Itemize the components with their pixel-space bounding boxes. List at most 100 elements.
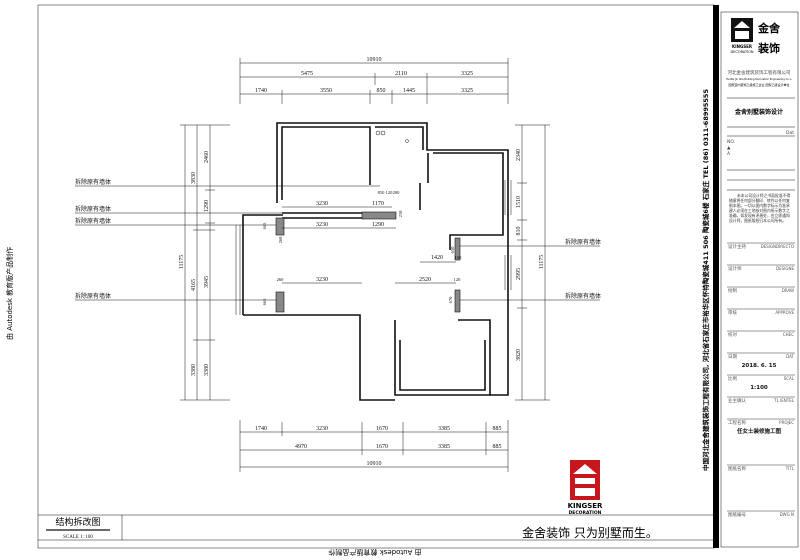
left-dimension-lines [180,124,230,401]
title-strip-bar [713,5,719,548]
demolition-label: 拆除原有墙体 [75,178,111,186]
row-label-en: TL IENTEL [773,398,795,403]
dim-top: 2110 [395,71,407,77]
row-label-cn: 图纸编号 [728,511,746,518]
title-block: 中国河北金舍建筑装饰工程有限公司, 河北省石家庄市裕华区怀特陶瓷城411 506… [701,11,799,548]
dim-top: 3325 [461,88,473,94]
inner-dim: 200 [393,190,401,195]
row-label-cn: 设计主持 [728,243,746,250]
row-label-en: APPROVE [775,310,794,315]
demolition-label: 拆除原有墙体 [565,238,601,246]
demolition-label: 拆除原有墙体 [565,292,601,300]
dim-left: 3380 [204,364,210,376]
title-block-row: 工程名称 PROJEC 任女士装修施工图 [727,418,795,435]
project-header: 金舍别墅装饰设计 [734,108,783,116]
watermark-bottom: 由 Autodesk 教育版产品制作 [328,548,421,557]
dim-right: 2340 [516,149,522,161]
inner-dim: 3230 [316,222,328,228]
company-note: 国家室内装饰乙级施工企业 国家乙级设计单位 [729,82,790,87]
dim-right: 1510 [516,196,522,208]
row-label-cn: 图纸名称 [728,465,746,472]
inner-dim: 2520 [419,277,431,283]
row-label-cn: 设计师 [728,265,742,272]
dim-right: 3820 [516,349,522,361]
drawing-scale: SCALE 1: 100 [63,535,93,540]
brand-cn-1: 金舍 [757,21,781,35]
dim-top: 850 [377,88,386,94]
rev-row: A [727,151,731,157]
row-label-en: SCAL [784,376,795,381]
row-value: 任女士装修施工图 [736,427,782,435]
dim-top-total: 10910 [367,57,382,63]
row-label-cn: 绘制 [728,287,737,294]
dim-right-total: 11175 [539,255,545,270]
inner-dim: 3230 [316,277,328,283]
dim-left: 2460 [204,151,210,163]
dim-top: 1445 [403,88,415,94]
row-label-en: PROJEC [779,420,794,425]
demolition-label: 拆除原有墙体 [75,292,111,300]
inner-dim: 850 [378,190,386,195]
dim-left: 3380 [191,364,197,376]
brand-sub: DECORATION [730,50,753,54]
row-label-cn: 校对 [728,331,737,338]
dim-bottom: 3385 [438,444,450,450]
dim-top: 3550 [320,88,332,94]
slogan: 金舍装饰 只为别墅而生。 [522,525,658,540]
top-dimension-lines [239,58,509,104]
title-block-row: 校对 CHEC [727,330,795,338]
row-value: 2018. 6. 15 [742,363,777,369]
right-dimension-lines [515,124,550,401]
dim-bottom: 1740 [255,426,267,432]
inner-dim: 100 [455,255,463,260]
rev-row: ▲ [727,146,731,151]
logo-sub: DECORATION [569,510,602,516]
inner-dim: 3230 [316,201,328,207]
inner-dim: 670 [448,296,453,304]
logo-brand: KINGSER [568,502,603,510]
inner-dim: 1420 [431,255,443,261]
rev-row: NO. [727,139,735,145]
inner-dim: 1290 [372,222,384,228]
demolition-label: 拆除原有墙体 [75,205,111,213]
row-label-en: DESIGNE [776,266,794,271]
dim-left: 4165 [191,279,197,291]
copyright-notice: 未本公司设计师之书面批准不得随意将任何部分翻印、转作以任何复制本图。一切以图内数… [729,193,791,223]
dim-right: 2995 [516,268,522,280]
row-label-en: DWG N [780,512,794,517]
dim-bottom: 1670 [376,444,388,450]
rev-date-col: Dat [786,130,794,136]
row-value: 1:100 [750,385,768,391]
row-label-en: DAT [786,354,794,359]
dim-bottom: 4970 [295,444,307,450]
row-label-en: CHEC [783,332,794,337]
dim-bottom: 1670 [376,426,388,432]
inner-dim: 665 [262,298,267,306]
row-label-cn: 工程名称 [728,419,746,426]
inner-dim: 650 [450,246,455,254]
dim-left: 1290 [204,200,210,212]
dim-right: 810 [516,227,522,236]
inner-dim: 120 [386,190,394,195]
dim-top: 5475 [301,71,313,77]
inner-dim: 665 [262,222,267,230]
brand-logo: KINGSER DECORATION [730,18,754,54]
company-address-strip: 中国河北金舍建筑装饰工程有限公司, 河北省石家庄市裕华区怀特陶瓷城411 506… [701,89,710,471]
inner-dim: 120 [454,277,462,282]
floor-plan-walls [235,122,512,401]
inner-dim: 260 [278,236,283,244]
inner-dim: 1170 [372,201,384,207]
company-name: 河北金舍建筑装饰工程有限公司 [728,69,791,76]
drawing-title: 结构拆改图 [55,516,100,528]
dim-bottom: 3230 [316,426,328,432]
brand-en: KINGSER [732,44,752,49]
